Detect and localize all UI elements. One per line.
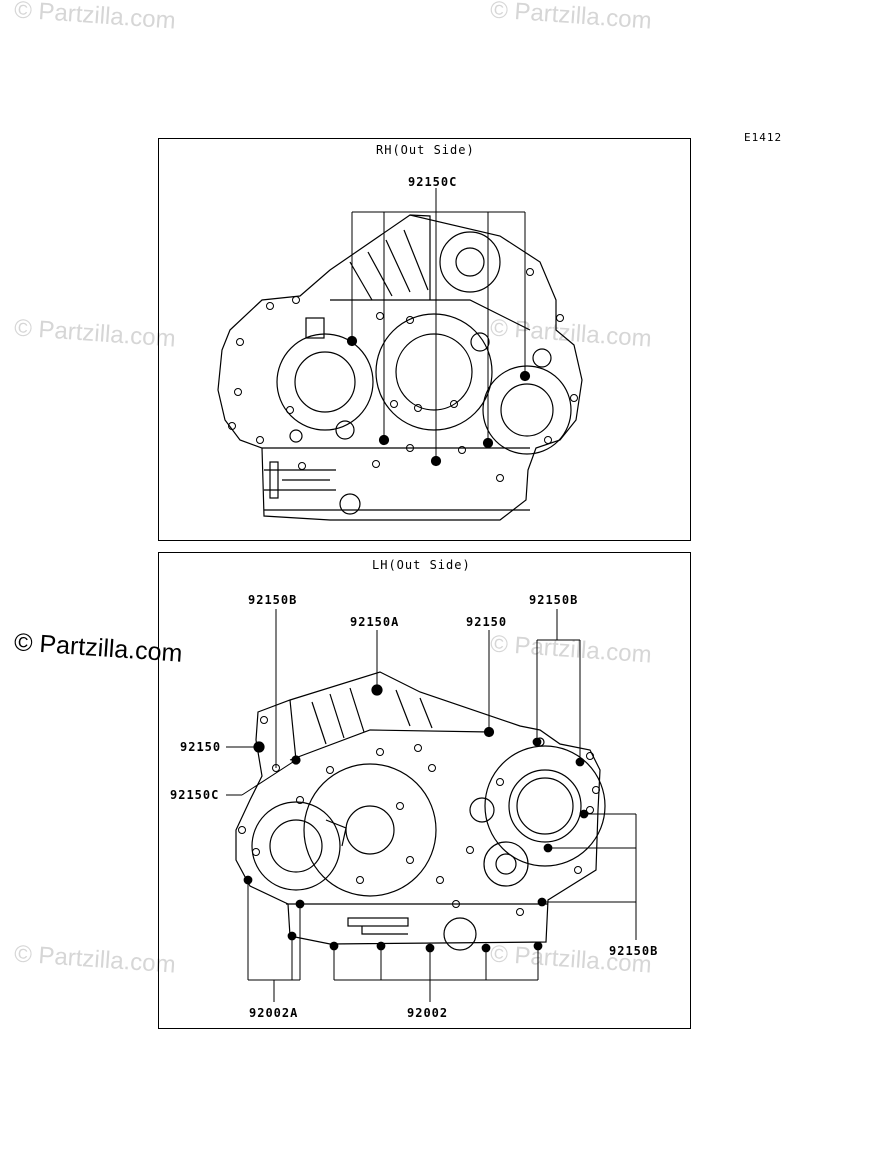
rh-crankcase — [217, 188, 583, 521]
callout-lh-92150-top: 92150 — [466, 615, 508, 629]
callout-lh-92150a: 92150A — [350, 615, 400, 629]
lh-panel — [158, 552, 691, 1029]
callout-lh-92150c-left: 92150C — [170, 788, 220, 802]
callout-lh-92002a: 92002A — [249, 1006, 299, 1020]
callout-lh-92002: 92002 — [407, 1006, 449, 1020]
callout-lh-92150-left: 92150 — [180, 740, 222, 754]
callout-lh-92150b-top-left: 92150B — [248, 593, 298, 607]
rh-panel — [158, 138, 691, 541]
callout-lh-92150b-top-right: 92150B — [529, 593, 579, 607]
lh-panel-title: LH(Out Side) — [372, 558, 471, 572]
lh-crankcase — [226, 609, 637, 1002]
diagram-code: E1412 — [744, 131, 783, 144]
callout-lh-92150b-right: 92150B — [609, 944, 659, 958]
callout-rh-92150c: 92150C — [408, 175, 458, 189]
rh-panel-title: RH(Out Side) — [376, 143, 475, 157]
